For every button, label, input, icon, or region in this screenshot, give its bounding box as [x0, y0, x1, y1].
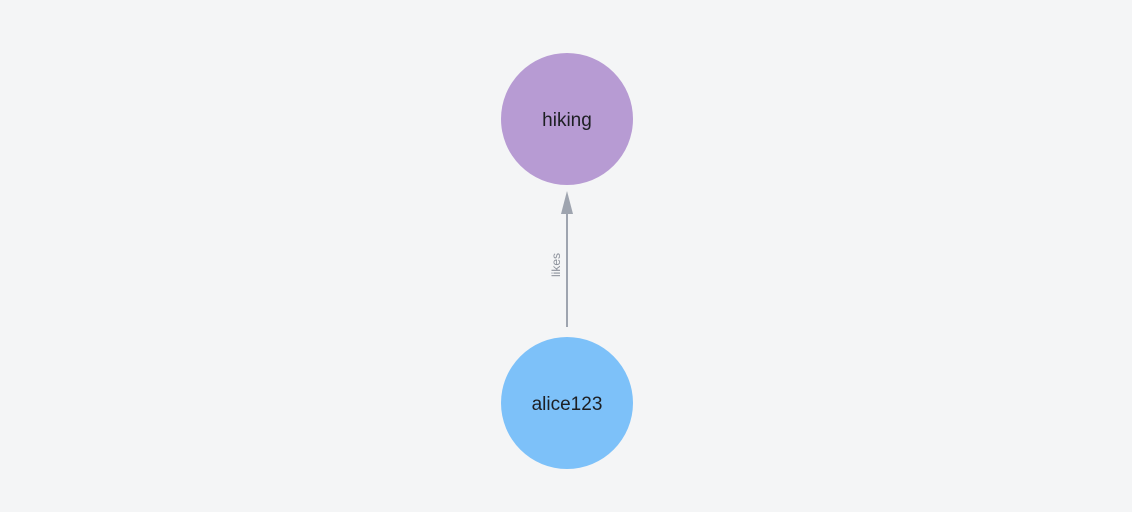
node-alice123-circle[interactable]	[501, 337, 633, 469]
node-alice123: alice123	[501, 337, 633, 469]
edge-label: likes	[549, 253, 563, 277]
edge-alice123-likes-hiking: likes	[549, 191, 573, 327]
node-hiking-label: hiking	[542, 110, 592, 131]
node-alice123-label: alice123	[532, 394, 603, 415]
edge-arrowhead-icon	[561, 191, 573, 214]
node-hiking: hiking	[501, 53, 633, 185]
node-hiking-circle[interactable]	[501, 53, 633, 185]
